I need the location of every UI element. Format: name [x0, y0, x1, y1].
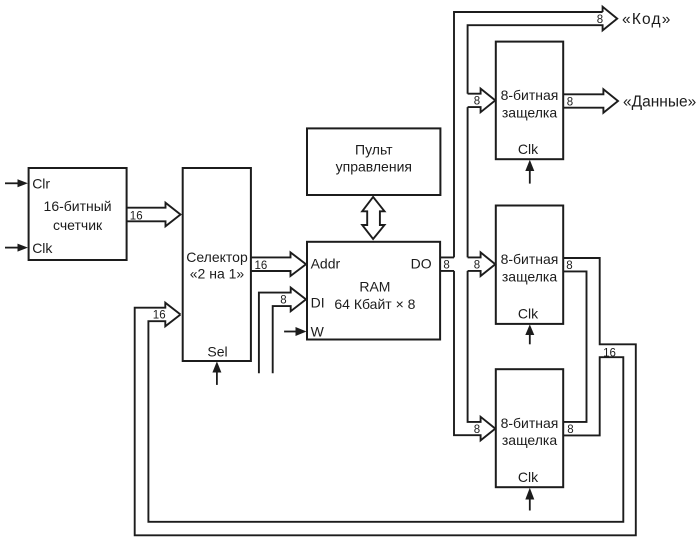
svg-text:8: 8: [597, 14, 603, 26]
svg-text:Clk: Clk: [518, 141, 539, 157]
svg-text:16: 16: [603, 348, 616, 360]
svg-text:8: 8: [280, 295, 286, 307]
svg-text:Clk: Clk: [32, 240, 53, 256]
svg-text:RAM: RAM: [359, 279, 390, 295]
svg-text:8-битная: 8-битная: [501, 87, 559, 103]
svg-text:8: 8: [474, 260, 480, 272]
svg-text:8: 8: [474, 424, 480, 436]
svg-text:W: W: [311, 324, 325, 340]
svg-text:16-битный: 16-битный: [44, 198, 112, 214]
svg-text:8: 8: [567, 97, 573, 109]
svg-text:Пульт: Пульт: [355, 141, 393, 157]
svg-text:8: 8: [566, 260, 572, 272]
svg-text:8-битная: 8-битная: [501, 415, 559, 431]
svg-text:«Код»: «Код»: [622, 11, 672, 28]
svg-text:8-битная: 8-битная: [501, 251, 559, 267]
svg-text:16: 16: [255, 260, 268, 272]
svg-text:Sel: Sel: [207, 344, 227, 360]
svg-text:Clk: Clk: [518, 306, 539, 322]
svg-text:Clk: Clk: [518, 469, 539, 485]
svg-text:DI: DI: [311, 295, 325, 311]
svg-text:8: 8: [474, 96, 480, 108]
svg-text:защелка: защелка: [502, 268, 557, 284]
svg-text:защелка: защелка: [502, 104, 557, 120]
svg-text:64 Кбайт × 8: 64 Кбайт × 8: [334, 296, 415, 312]
svg-text:16: 16: [130, 210, 143, 222]
svg-text:DO: DO: [411, 255, 432, 271]
svg-text:счетчик: счетчик: [53, 217, 103, 233]
svg-text:Clr: Clr: [32, 176, 50, 192]
svg-text:управления: управления: [336, 159, 412, 175]
svg-text:Селектор: Селектор: [186, 249, 248, 265]
svg-text:8: 8: [443, 260, 449, 272]
svg-text:«Данные»: «Данные»: [623, 94, 696, 111]
svg-text:Addr: Addr: [311, 255, 341, 271]
svg-text:16: 16: [153, 310, 166, 322]
svg-text:защелка: защелка: [502, 432, 557, 448]
svg-text:«2 на 1»: «2 на 1»: [190, 266, 245, 282]
svg-text:8: 8: [567, 424, 573, 436]
